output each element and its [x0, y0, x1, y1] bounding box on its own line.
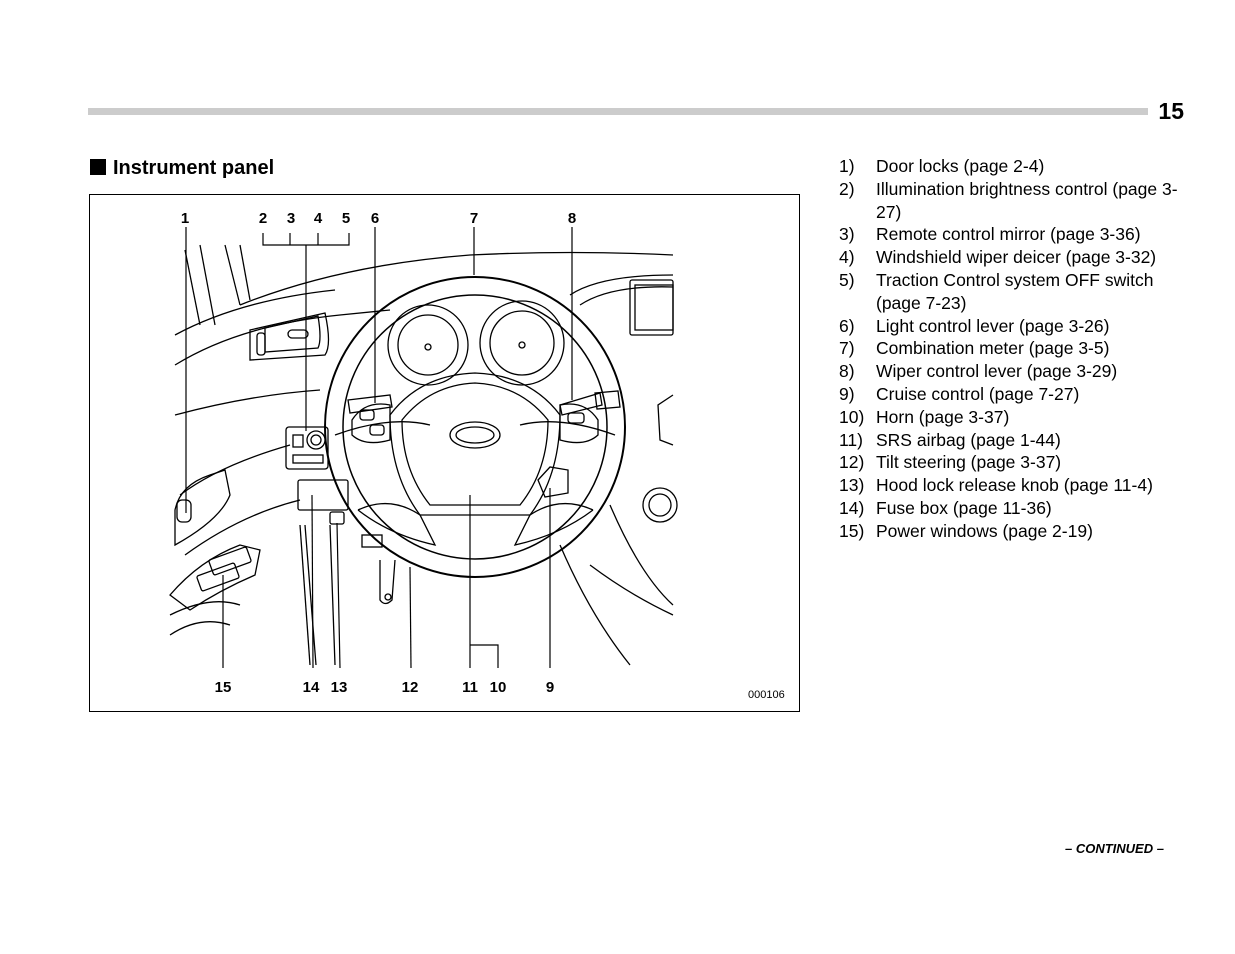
list-item: 6)Light control lever (page 3-26) [839, 315, 1110, 336]
list-item: 13)Hood lock release knob (page 11-4) [839, 475, 1153, 496]
list-item: 3)Remote control mirror (page 3-36) [839, 224, 1141, 245]
callout-7: 7 [469, 210, 479, 227]
callout-14: 14 [302, 679, 320, 696]
instrument-panel-illustration [169, 227, 678, 669]
callout-1: 1 [180, 210, 190, 227]
list-item: 4)Windshield wiper deicer (page 3-32) [839, 247, 1157, 268]
callout-4: 4 [313, 210, 323, 227]
callout-2: 2 [258, 210, 268, 227]
list-item: 2)Illumination brightness control (page … [839, 178, 1178, 222]
callout-11: 11 [462, 679, 478, 696]
callout-13: 13 [330, 679, 348, 696]
figure-code: 000106 [748, 689, 785, 701]
list-item: 8)Wiper control lever (page 3-29) [839, 361, 1118, 382]
callout-10: 10 [489, 679, 507, 696]
callout-9: 9 [545, 679, 555, 696]
list-item: 11)SRS airbag (page 1-44) [839, 429, 1061, 450]
list-item: 5)Traction Control system OFF switch (pa… [839, 269, 1154, 313]
list-item: 14)Fuse box (page 11-36) [839, 497, 1052, 518]
list-item: 7)Combination meter (page 3-5) [839, 338, 1110, 359]
instrument-panel-figure: 1 2 3 4 5 6 7 8 15 14 13 12 11 10 9 0001… [89, 194, 800, 712]
list-item: 1)Door locks (page 2-4) [839, 156, 1045, 176]
header-rule [88, 108, 1148, 115]
callout-5: 5 [341, 210, 351, 227]
continued-note: – CONTINUED – [1065, 841, 1164, 856]
page-number: 15 [1158, 98, 1184, 124]
black-square-icon [90, 159, 106, 175]
list-item: 12)Tilt steering (page 3-37) [839, 452, 1062, 473]
callout-8: 8 [567, 210, 577, 227]
section-title-text: Instrument panel [113, 157, 275, 179]
list-item: 9)Cruise control (page 7-27) [839, 383, 1080, 404]
callout-15: 15 [214, 679, 232, 696]
section-title: Instrument panel [90, 155, 274, 181]
list-item: 15)Power windows (page 2-19) [839, 520, 1093, 541]
list-item: 10)Horn (page 3-37) [839, 406, 1010, 427]
callout-12: 12 [401, 679, 419, 696]
callout-3: 3 [286, 210, 296, 227]
callout-6: 6 [370, 210, 380, 227]
parts-list: 1)Door locks (page 2-4) 2)Illumination b… [839, 155, 1189, 543]
